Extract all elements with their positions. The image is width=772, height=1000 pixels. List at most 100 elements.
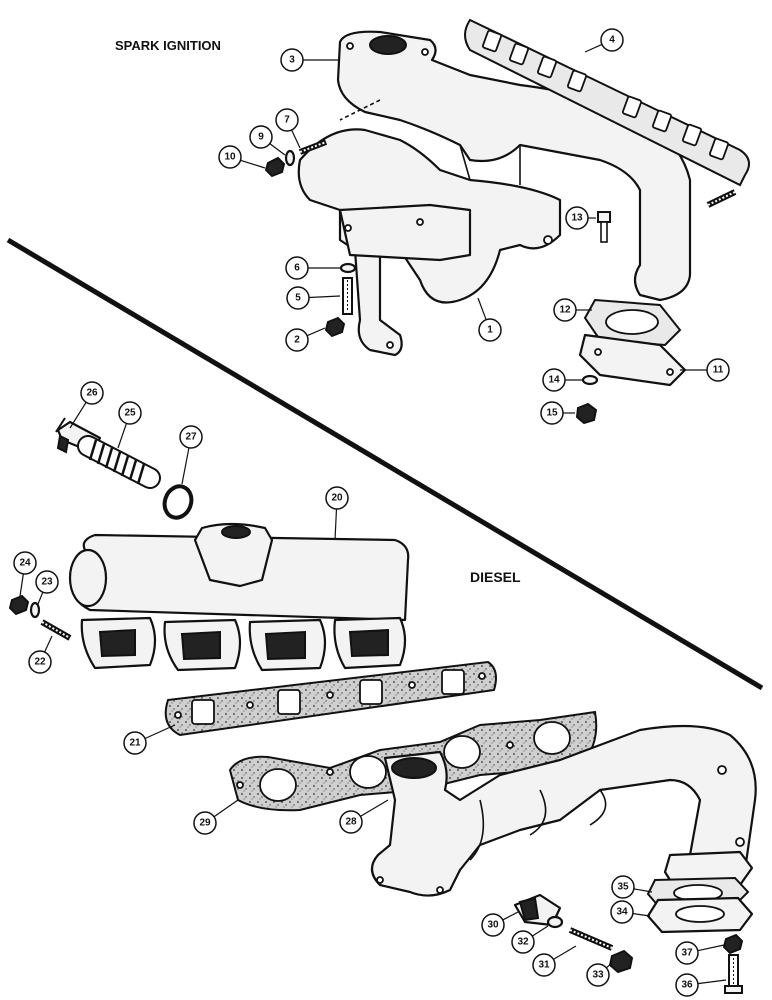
- callout-leader: [502, 911, 519, 921]
- callout-circle: [193, 811, 217, 835]
- callout-leader: [44, 635, 53, 653]
- callout-number: 32: [517, 937, 529, 948]
- callout-number: 1: [487, 325, 493, 336]
- callout-leader: [144, 724, 176, 740]
- callout-number: 13: [571, 213, 583, 224]
- callout-number: 21: [129, 738, 141, 749]
- callout-leader: [213, 799, 239, 818]
- callout-number: 30: [487, 920, 499, 931]
- callout-circle: [80, 381, 104, 405]
- callout-circle: [35, 570, 59, 594]
- spark-nut-15: [575, 402, 598, 425]
- diesel-oring-27: [162, 484, 194, 520]
- callout-number: 6: [294, 263, 300, 274]
- diesel-clamp-30: [513, 893, 562, 927]
- callout-11: 11: [680, 358, 730, 382]
- diesel-bolt-36: [724, 954, 743, 994]
- spark-nut-2: [324, 316, 346, 338]
- callout-leader: [632, 912, 651, 917]
- callout-27: 27: [179, 425, 203, 485]
- spark-manifold-gasket: [464, 18, 750, 187]
- callout-circle: [325, 486, 349, 510]
- callout-4: 4: [584, 28, 624, 53]
- spark-bolt-13: [597, 211, 611, 243]
- callout-circle: [286, 286, 310, 310]
- callout-leader: [697, 979, 727, 985]
- spark-stud-7: [298, 139, 328, 155]
- callout-number: 35: [617, 882, 629, 893]
- callout-circle: [13, 551, 37, 575]
- callout-circle: [532, 953, 556, 977]
- diesel-heater-plug-25: [55, 417, 161, 489]
- callout-leader: [19, 573, 24, 597]
- callout-13: 13: [565, 206, 596, 230]
- callout-21: 21: [123, 724, 176, 755]
- callout-number: 2: [294, 335, 300, 346]
- spark-nut-10: [264, 156, 286, 178]
- callout-circle: [339, 810, 363, 834]
- callout-31: 31: [532, 945, 577, 977]
- callout-leader: [633, 888, 653, 893]
- callout-3: 3: [280, 48, 340, 72]
- callout-number: 14: [548, 375, 560, 386]
- diesel-stud-31: [568, 927, 614, 951]
- spark-intake-exhaust-manifold: [297, 30, 692, 357]
- callout-36: 36: [675, 973, 727, 997]
- spark-exhaust-gasket-12: [583, 298, 682, 347]
- callout-number: 26: [86, 388, 98, 399]
- callout-leader: [334, 508, 338, 541]
- callout-circle: [553, 298, 577, 322]
- diesel-exhaust-flange-34: [646, 896, 754, 934]
- callout-leader: [69, 401, 87, 429]
- callout-leader: [477, 297, 487, 320]
- callout-circle: [542, 368, 566, 392]
- callout-29: 29: [193, 799, 239, 835]
- callout-circle: [511, 930, 535, 954]
- spark-manifold-stud: [706, 189, 737, 208]
- callout-leader: [240, 159, 266, 169]
- callout-15: 15: [540, 401, 575, 425]
- callout-leader: [269, 143, 286, 156]
- diesel-stud-22: [40, 619, 72, 641]
- callout-number: 23: [41, 577, 53, 588]
- callout-24: 24: [13, 551, 37, 597]
- diesel-washer-37: [722, 933, 744, 955]
- callout-circle: [540, 401, 564, 425]
- diesel-washer-32: [546, 915, 564, 929]
- callout-7: 7: [275, 108, 301, 149]
- callout-leader: [553, 945, 577, 960]
- callout-number: 29: [199, 818, 211, 829]
- callout-number: 34: [616, 907, 628, 918]
- callout-circle: [118, 401, 142, 425]
- callout-number: 25: [124, 408, 136, 419]
- callout-circle: [586, 963, 610, 987]
- callout-20: 20: [325, 486, 349, 541]
- callout-number: 24: [19, 558, 31, 569]
- callout-14: 14: [542, 368, 582, 392]
- callout-leader: [181, 447, 190, 485]
- callout-37: 37: [675, 941, 725, 965]
- callout-circle: [478, 318, 502, 342]
- callout-circle: [565, 206, 589, 230]
- callout-leader: [308, 295, 341, 299]
- callout-2: 2: [285, 327, 326, 352]
- callout-leader: [37, 591, 44, 605]
- callout-circle: [285, 256, 309, 280]
- callout-10: 10: [218, 145, 266, 169]
- diesel-intake-gasket-21: [164, 660, 497, 737]
- spark-washer-6: [339, 262, 357, 274]
- callout-number: 4: [609, 35, 615, 46]
- callout-leader: [531, 925, 549, 937]
- callout-circle: [481, 913, 505, 937]
- callout-number: 31: [538, 960, 550, 971]
- callout-circle: [275, 108, 299, 132]
- callout-number: 37: [681, 948, 693, 959]
- callout-circle: [610, 900, 634, 924]
- callout-number: 5: [295, 293, 301, 304]
- callout-25: 25: [117, 401, 142, 449]
- callout-number: 3: [289, 55, 295, 66]
- callout-12: 12: [553, 298, 592, 322]
- callout-34: 34: [610, 900, 651, 924]
- callout-number: 20: [331, 493, 343, 504]
